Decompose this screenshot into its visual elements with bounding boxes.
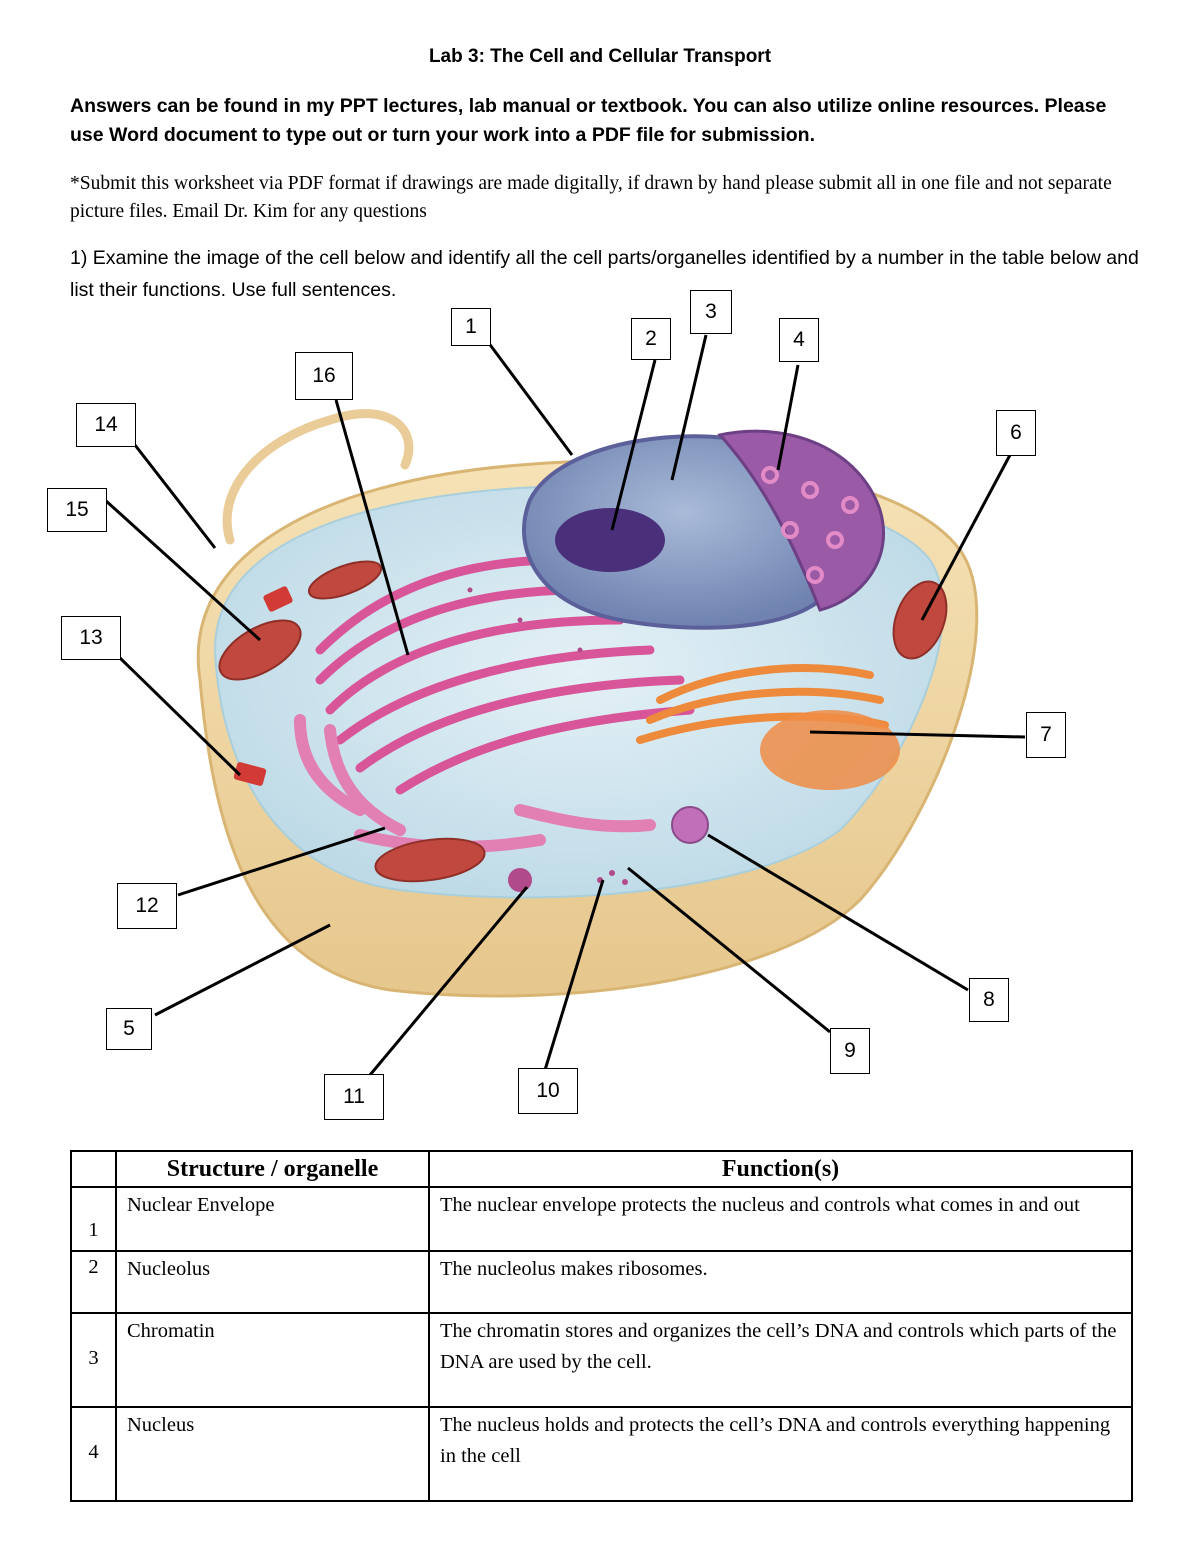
- callout-9: 9: [830, 1028, 870, 1074]
- row-function: The nuclear envelope protects the nucleu…: [428, 1186, 1133, 1252]
- question-1-text: 1) Examine the image of the cell below a…: [70, 247, 1145, 301]
- callout-1: 1: [451, 308, 491, 346]
- row-structure: Nucleus: [115, 1406, 430, 1502]
- question-1: 1) Examine the image of the cell below a…: [70, 242, 1140, 306]
- centrioles: [233, 586, 293, 786]
- nucleolus: [555, 508, 665, 572]
- callout-12: 12: [117, 883, 177, 929]
- nuclear-pores: [761, 466, 859, 584]
- row-function: The chromatin stores and organizes the c…: [428, 1312, 1133, 1408]
- callout-11: 11: [324, 1074, 384, 1120]
- row-structure: Chromatin: [115, 1312, 430, 1408]
- callout-5: 5: [106, 1008, 152, 1050]
- flagellum: [222, 409, 414, 545]
- row-number: 2: [70, 1250, 117, 1314]
- callout-10: 10: [518, 1068, 578, 1114]
- callout-3: 3: [690, 290, 732, 334]
- table-header-row: Structure / organelle Function(s): [70, 1150, 1133, 1188]
- row-function: The nucleus holds and protects the cell’…: [428, 1406, 1133, 1502]
- row-function: The nucleolus makes ribosomes.: [428, 1250, 1133, 1314]
- leader-lines: [103, 334, 1026, 1076]
- vesicle: [508, 868, 532, 892]
- submission-note: *Submit this worksheet via PDF format if…: [70, 173, 1112, 222]
- row-number: 4: [70, 1406, 117, 1502]
- table-row: 3 Chromatin The chromatin stores and org…: [70, 1312, 1133, 1408]
- callout-13: 13: [61, 616, 121, 660]
- callout-8: 8: [969, 978, 1009, 1022]
- callout-14: 14: [76, 403, 136, 447]
- callout-7: 7: [1026, 712, 1066, 758]
- lysosome: [671, 806, 709, 844]
- row-number: 1: [70, 1186, 117, 1252]
- table-row: 4 Nucleus The nucleus holds and protects…: [70, 1406, 1133, 1502]
- page-title: Lab 3: The Cell and Cellular Transport: [428, 46, 772, 67]
- table-row: 1 Nuclear Envelope The nuclear envelope …: [70, 1186, 1133, 1252]
- table-row: 2 Nucleolus The nucleolus makes ribosome…: [70, 1250, 1133, 1314]
- organelle-table: Structure / organelle Function(s) 1 Nucl…: [70, 1150, 1133, 1502]
- callout-2: 2: [631, 318, 671, 360]
- row-structure: Nuclear Envelope: [115, 1186, 430, 1252]
- header-function: Function(s): [428, 1150, 1133, 1188]
- row-structure: Nucleolus: [115, 1250, 430, 1314]
- callout-6: 6: [996, 410, 1036, 456]
- header-number: [70, 1150, 117, 1188]
- cell-diagram: 1 2 3 4 5 6 7 8 9 10 11 12 13 14 15 16: [0, 290, 1200, 1120]
- golgi-vesicle-cluster: [760, 710, 900, 790]
- row-number: 3: [70, 1312, 117, 1408]
- callout-15: 15: [47, 488, 107, 532]
- header-structure: Structure / organelle: [115, 1150, 430, 1188]
- rough-er: [315, 555, 695, 795]
- intro-instructions: Answers can be found in my PPT lectures,…: [70, 95, 1107, 146]
- cell-illustration: [103, 334, 1026, 1076]
- callout-4: 4: [779, 318, 819, 362]
- callout-16: 16: [295, 352, 353, 400]
- nuclear-envelope-cut: [717, 429, 886, 612]
